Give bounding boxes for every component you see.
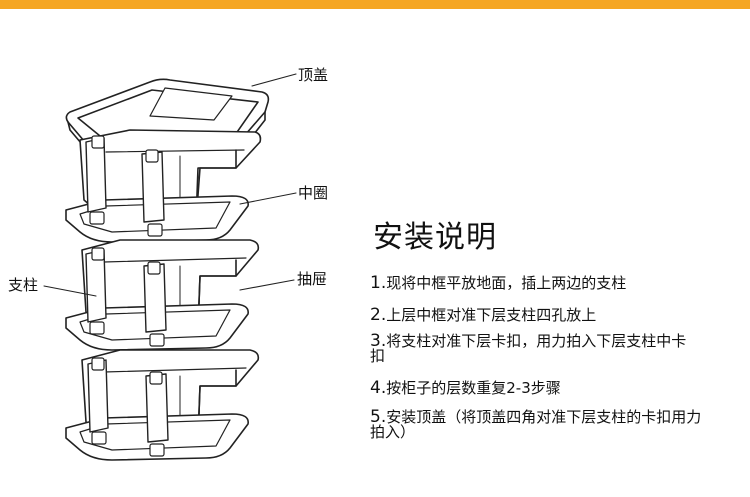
callout-line-top-cover xyxy=(251,73,297,87)
label-pillar: 支柱 xyxy=(8,276,39,294)
step-5: 5.安装顶盖（将顶盖四角对准下层支柱的卡扣用力拍入） xyxy=(370,407,710,441)
instructions-title: 安装说明 xyxy=(373,220,497,255)
step-4: 4.按柜子的层数重复2-3步骤 xyxy=(370,378,730,398)
label-top-cover: 顶盖 xyxy=(298,66,329,84)
step-1: 1.现将中框平放地面，插上两边的支柱 xyxy=(370,273,730,293)
callout-line-pillar xyxy=(43,285,97,297)
step-text: 按柜子的层数重复2-3步骤 xyxy=(386,379,561,397)
top-accent-bar xyxy=(0,0,750,9)
clips xyxy=(89,135,165,457)
step-text: 上层中框对准下层支柱四孔放上 xyxy=(386,306,597,324)
step-text: 现将中框平放地面，插上两边的支柱 xyxy=(386,274,627,292)
step-3: 3.将支柱对准下层卡扣，用力拍入下层支柱中卡扣 xyxy=(370,331,700,365)
step-number: 2. xyxy=(370,305,387,325)
step-number: 5. xyxy=(370,407,387,427)
pillars xyxy=(85,137,169,443)
label-drawer: 抽屉 xyxy=(297,270,328,288)
step-2: 2.上层中框对准下层支柱四孔放上 xyxy=(370,305,730,325)
step-number: 4. xyxy=(370,378,387,398)
step-text: 安装顶盖（将顶盖四角对准下层支柱的卡扣用力拍入） xyxy=(370,408,702,441)
callout-line-drawer xyxy=(239,279,295,291)
step-text: 将支柱对准下层卡扣，用力拍入下层支柱中卡扣 xyxy=(370,332,687,365)
step-number: 3. xyxy=(370,331,387,351)
callout-line-middle-ring xyxy=(239,192,297,205)
label-middle-ring: 中圈 xyxy=(298,184,329,202)
step-number: 1. xyxy=(370,273,387,293)
